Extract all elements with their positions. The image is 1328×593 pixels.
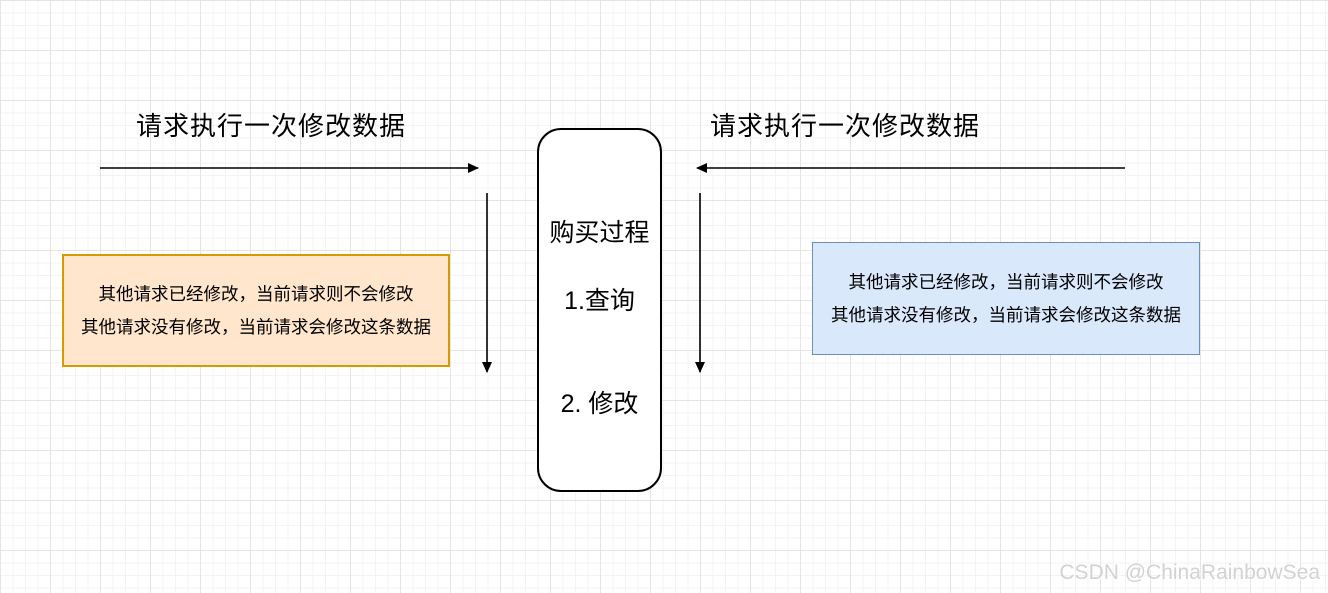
process-box-title: 购买过程 [549,219,650,247]
left-flow-title: 请求执行一次修改数据 [136,111,407,141]
watermark: CSDN @ChinaRainbowSea [1059,561,1320,584]
right-note-line1: 其他请求已经修改，当前请求则不会修改 [848,271,1164,292]
process-step-modify: 2. 修改 [560,390,639,418]
left-note-line1: 其他请求已经修改，当前请求则不会修改 [98,283,414,304]
right-flow-title: 请求执行一次修改数据 [710,111,981,141]
process-box: 购买过程 1.查询 2. 修改 [537,128,662,492]
left-note-box: 其他请求已经修改，当前请求则不会修改 其他请求没有修改，当前请求会修改这条数据 [62,254,450,367]
right-note-box: 其他请求已经修改，当前请求则不会修改 其他请求没有修改，当前请求会修改这条数据 [812,242,1200,355]
right-note-line2: 其他请求没有修改，当前请求会修改这条数据 [831,304,1181,325]
left-note-line2: 其他请求没有修改，当前请求会修改这条数据 [81,316,431,337]
process-step-query: 1.查询 [564,287,635,315]
